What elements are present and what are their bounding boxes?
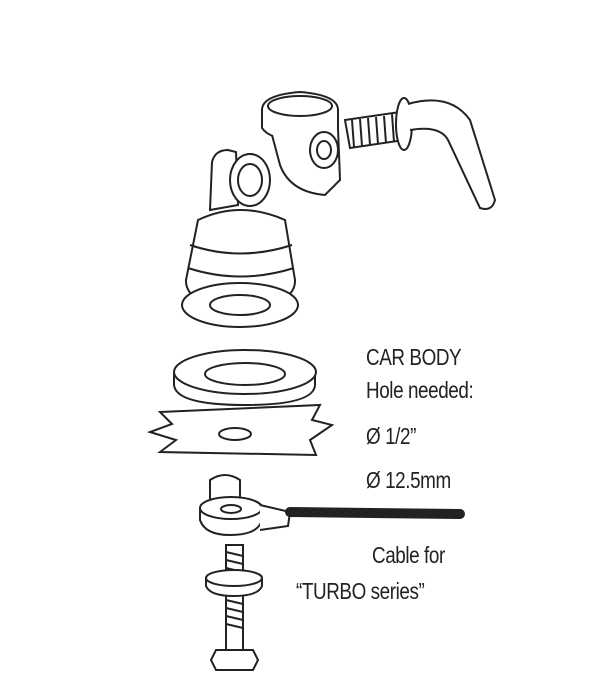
cable-for-label: Cable for xyxy=(372,542,445,568)
gasket-ring xyxy=(173,349,317,407)
antenna-base xyxy=(181,148,299,328)
car-body-sheet xyxy=(146,403,335,457)
turbo-series-label: “TURBO series” xyxy=(296,578,425,604)
bolt-and-washer xyxy=(205,544,263,671)
diameter-inch-label: Ø 1/2” xyxy=(366,423,416,449)
swivel-bracket xyxy=(261,90,342,197)
ground-terminal xyxy=(199,474,292,537)
cable xyxy=(285,507,465,519)
diameter-mm-label: Ø 12.5mm xyxy=(366,467,451,493)
threaded-handle-bolt xyxy=(343,97,497,210)
hole-needed-label: Hole needed: xyxy=(366,377,474,403)
car-body-label: CAR BODY xyxy=(366,344,462,370)
